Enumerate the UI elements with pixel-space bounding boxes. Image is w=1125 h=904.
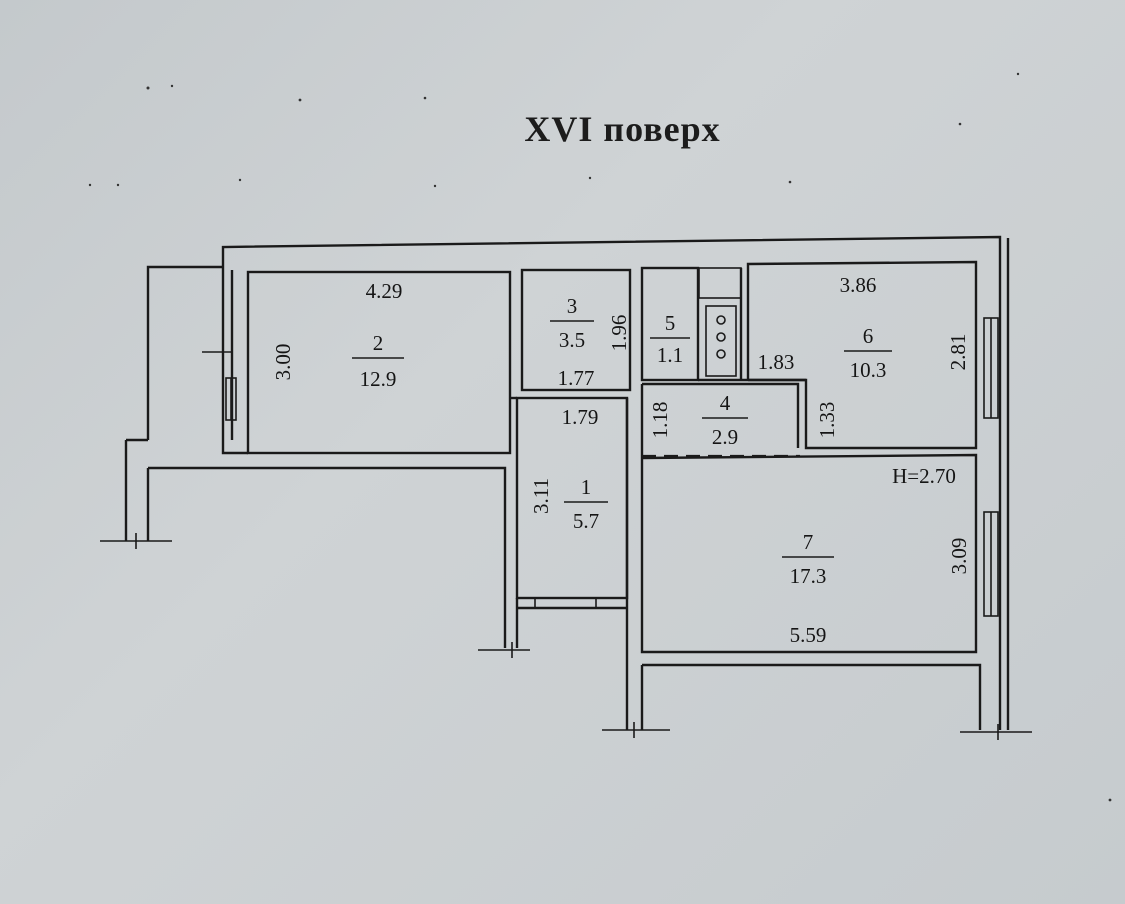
dim-room7-width: 5.59 <box>790 623 827 647</box>
room-3-label: 3 3.5 <box>550 294 594 352</box>
ceiling-height: H=2.70 <box>892 464 956 488</box>
axis-markers <box>135 533 999 740</box>
dim-room1-width: 1.79 <box>562 405 599 429</box>
floor-title: XVI поверх <box>524 109 721 149</box>
dim-room3-depth: 1.96 <box>607 315 631 352</box>
walls <box>100 235 1032 733</box>
paper-speckles <box>88 72 1112 802</box>
room-labels: 2 12.9 3 3.5 5 1.1 6 10.3 4 <box>352 294 892 588</box>
dim-room6-depth: 2.81 <box>946 334 970 371</box>
dim-room1-depth: 3.11 <box>529 478 553 514</box>
room-4-label: 4 2.9 <box>702 391 748 449</box>
dim-room7-depth: 3.09 <box>947 538 971 575</box>
room-number: 7 <box>803 530 814 554</box>
room-5-label: 5 1.1 <box>650 311 690 367</box>
dim-room4-side: 1.33 <box>815 402 839 439</box>
room-number: 6 <box>863 324 874 348</box>
room-number: 1 <box>581 475 592 499</box>
room-area: 1.1 <box>657 343 683 367</box>
room-area: 17.3 <box>790 564 827 588</box>
room-area: 3.5 <box>559 328 585 352</box>
dimension-labels: 4.29 3.00 1.96 1.77 1.79 3.11 1.18 1.83 … <box>271 273 971 647</box>
room-1-label: 1 5.7 <box>564 475 608 533</box>
room-number: 5 <box>665 311 676 335</box>
dim-room2-width: 4.29 <box>366 279 403 303</box>
room-number: 4 <box>720 391 731 415</box>
dim-room4-width: 1.83 <box>758 350 795 374</box>
dim-room6-width: 3.86 <box>840 273 877 297</box>
room-area: 12.9 <box>360 367 397 391</box>
room-area: 2.9 <box>712 425 738 449</box>
room-2-label: 2 12.9 <box>352 331 404 391</box>
dim-room3-width: 1.77 <box>558 366 595 390</box>
room-6-label: 6 10.3 <box>844 324 892 382</box>
room-area: 10.3 <box>850 358 887 382</box>
room-area: 5.7 <box>573 509 599 533</box>
room-7-label: 7 17.3 <box>782 530 834 588</box>
dim-room2-depth: 3.00 <box>271 344 295 381</box>
room-number: 3 <box>567 294 578 318</box>
dim-room4-depth: 1.18 <box>648 402 672 439</box>
room-number: 2 <box>373 331 384 355</box>
